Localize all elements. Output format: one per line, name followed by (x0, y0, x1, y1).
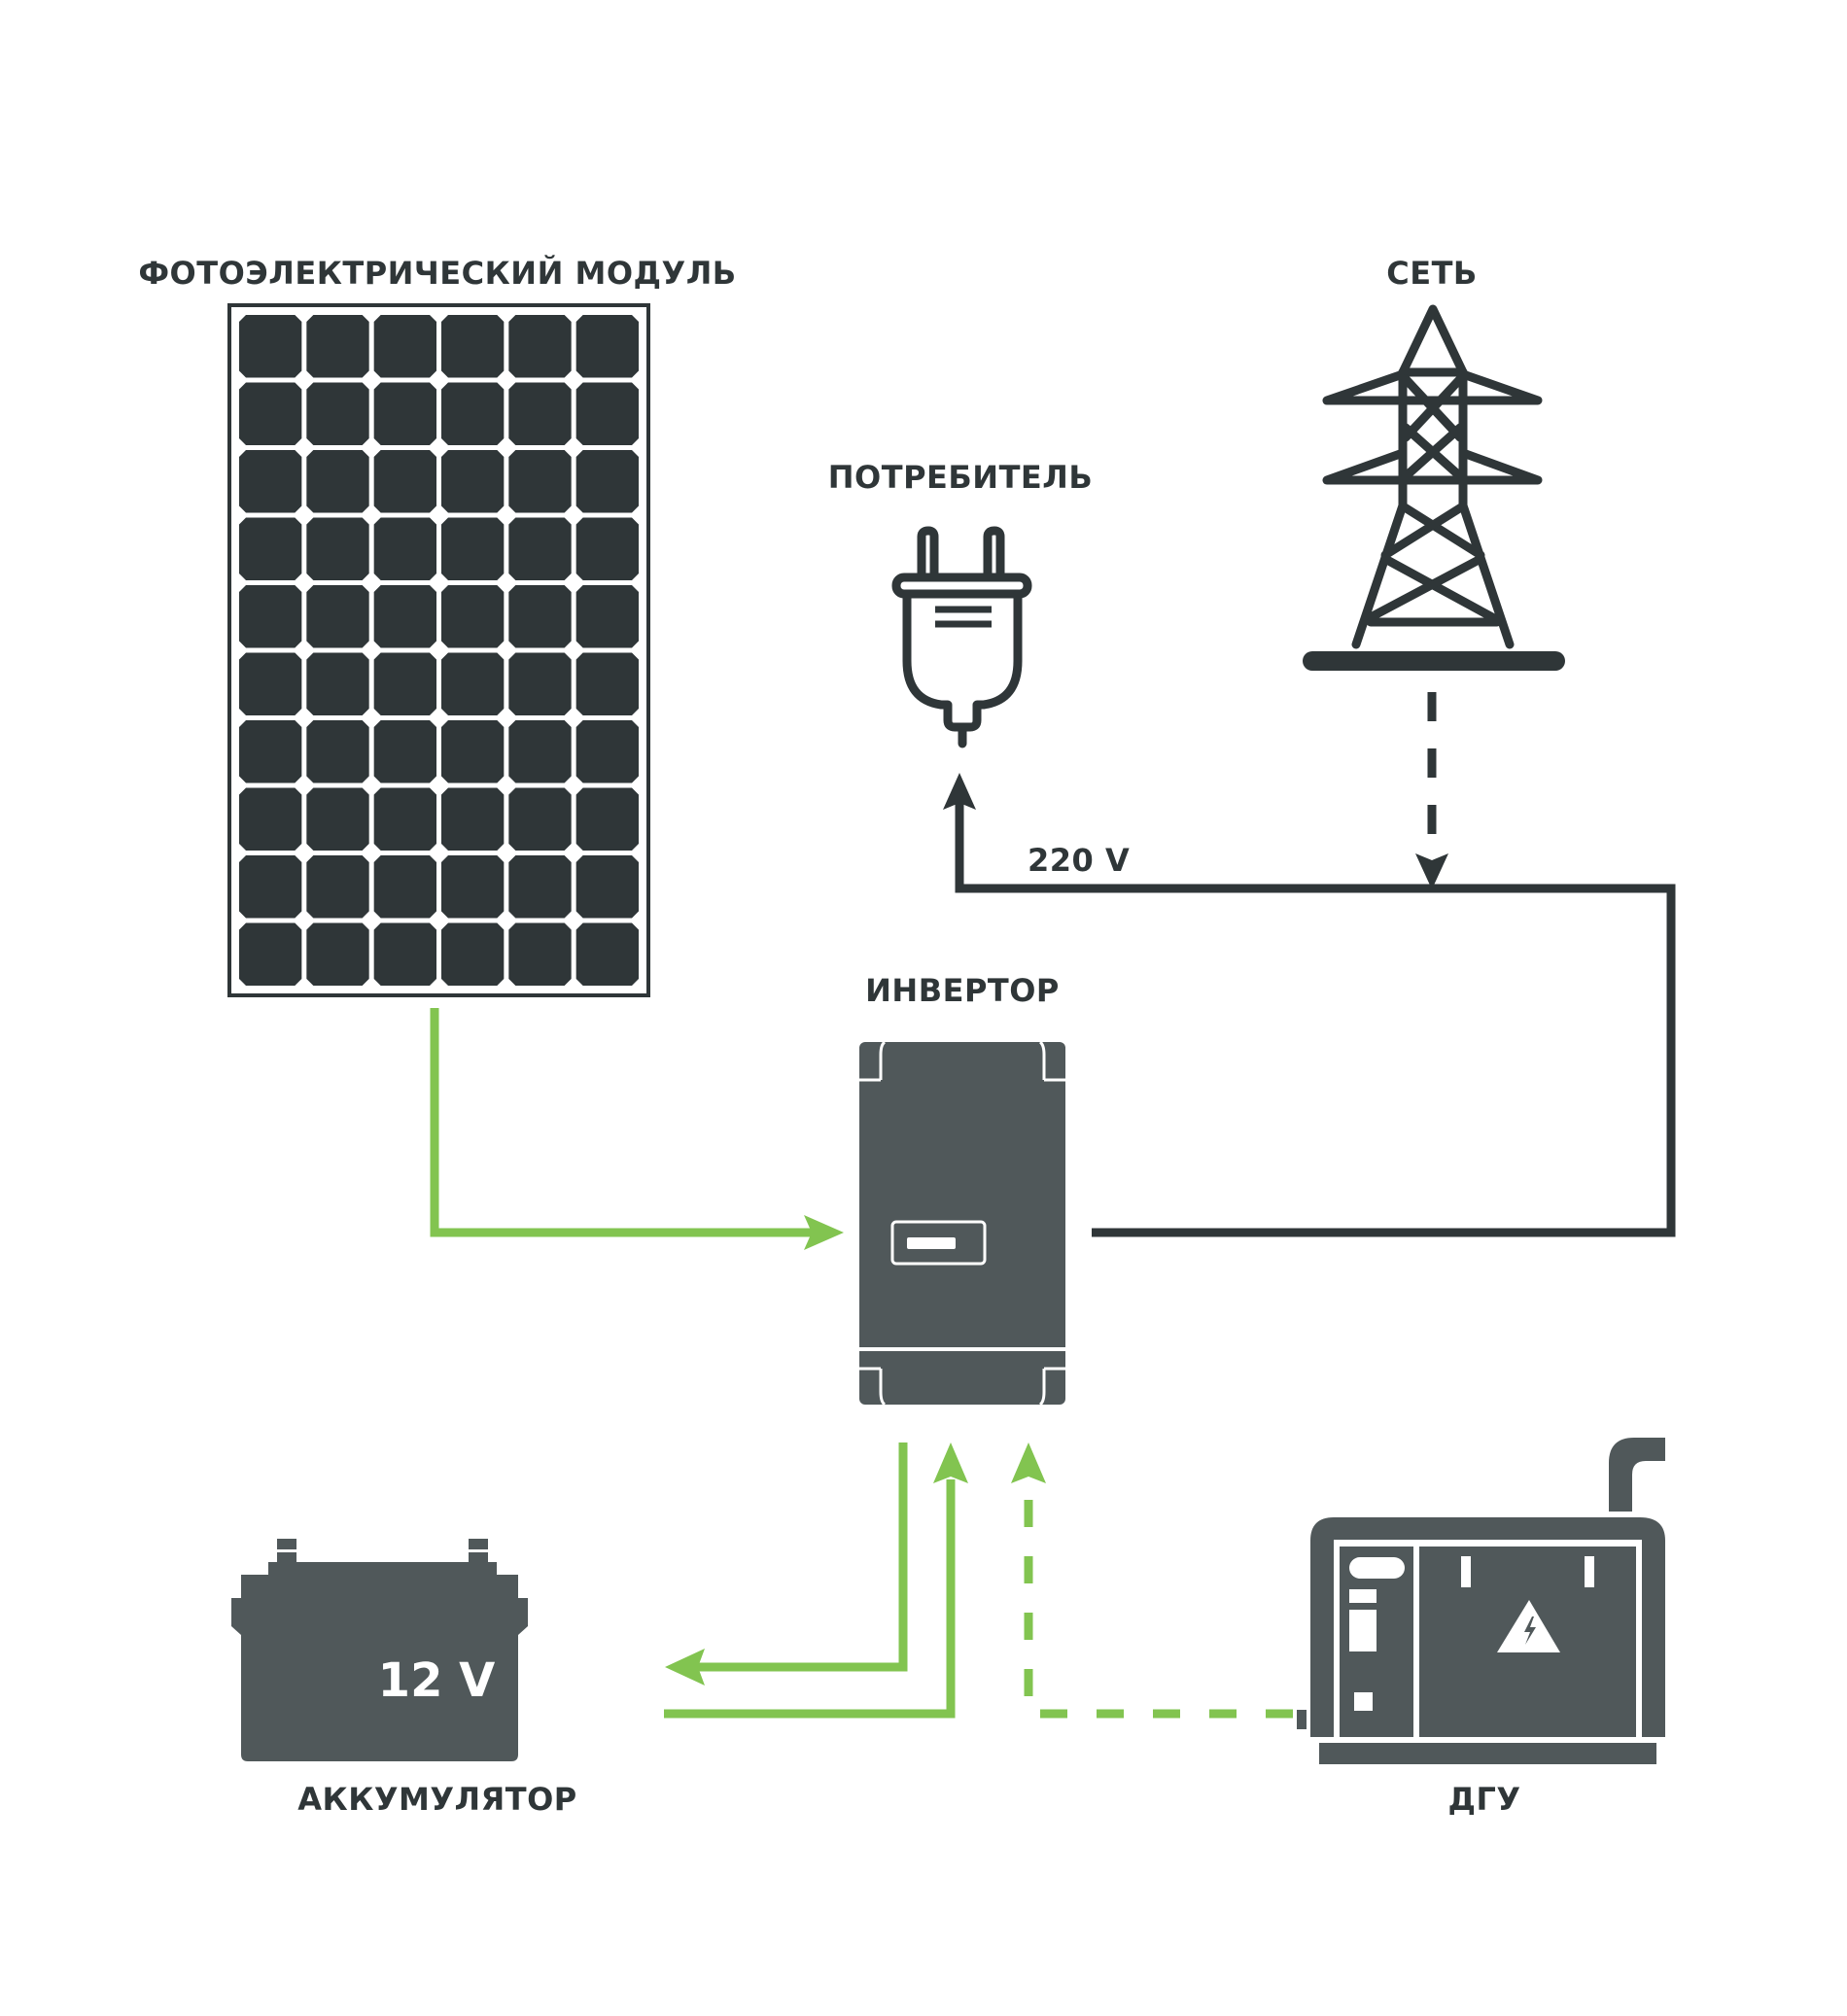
pv-cell (508, 652, 572, 715)
pv-cell (575, 517, 639, 580)
pv-cell (508, 450, 572, 513)
power-tower-icon (1303, 304, 1565, 671)
generator-to-inverter-dashed-line (1011, 1442, 1293, 1719)
pv-cell (239, 517, 302, 580)
inverter-icon (859, 1040, 1065, 1407)
pv-cell (373, 585, 436, 648)
pv-cell (373, 382, 436, 445)
pv-cell (508, 585, 572, 648)
pv-cell (575, 855, 639, 919)
pv-cell (239, 315, 302, 378)
pv-cell (508, 517, 572, 580)
pv-cell (441, 652, 505, 715)
battery-discharge-arrow-icon (933, 1442, 968, 1483)
grid-feed-dashed-line (1415, 692, 1448, 889)
pv-cell (508, 922, 572, 986)
pv-arrow-icon (804, 1215, 844, 1250)
pv-module-label: ФОТОЭЛЕКТРИЧЕСКИЙ МОДУЛЬ (138, 255, 736, 292)
plug-icon (891, 526, 1032, 748)
grid-label: СЕТЬ (1386, 255, 1478, 292)
pv-cell (239, 450, 302, 513)
battery-icon: 12 V (231, 1539, 528, 1761)
generator-arrow-icon (1011, 1442, 1046, 1483)
pv-cell (575, 585, 639, 648)
pv-cell (508, 720, 572, 783)
pv-cell (239, 922, 302, 986)
pv-cell (575, 382, 639, 445)
pv-cell (306, 450, 369, 513)
pv-cell (306, 382, 369, 445)
pv-cell (441, 382, 505, 445)
diesel-generator-icon (1297, 1438, 1665, 1764)
pv-cell (306, 787, 369, 851)
pv-cell (239, 652, 302, 715)
pv-cell (373, 922, 436, 986)
pv-cell (239, 382, 302, 445)
battery-charge-arrow-icon (665, 1649, 705, 1686)
pv-cell (575, 652, 639, 715)
generator-label: ДГУ (1447, 1781, 1520, 1818)
pv-cell (441, 787, 505, 851)
pv-cell (441, 855, 505, 919)
pv-cell (306, 585, 369, 648)
pv-cell (373, 652, 436, 715)
pv-cell (373, 720, 436, 783)
pv-cell (373, 787, 436, 851)
pv-cell (508, 315, 572, 378)
voltage-220-label: 220 V (1028, 842, 1130, 879)
pv-cells (239, 315, 639, 986)
grid-arrow-icon (1415, 853, 1448, 889)
solar-panel-icon (227, 303, 650, 997)
battery-label: АККУМУЛЯТОР (297, 1781, 576, 1818)
pv-cell (575, 450, 639, 513)
pv-cell (306, 922, 369, 986)
ac-output-line (943, 773, 1676, 1237)
exhaust-pipe-icon (1609, 1438, 1665, 1512)
pv-cell (306, 517, 369, 580)
inverter-display (890, 1220, 987, 1266)
pv-cell (441, 450, 505, 513)
consumer-arrow-icon (943, 773, 976, 810)
pv-cell (239, 787, 302, 851)
pv-cell (239, 855, 302, 919)
pv-cell (306, 855, 369, 919)
pv-cell (306, 652, 369, 715)
pv-cell (575, 720, 639, 783)
pv-cell (441, 720, 505, 783)
pv-cell (441, 315, 505, 378)
pv-cell (575, 922, 639, 986)
pv-cell (441, 585, 505, 648)
pv-to-inverter-line (430, 1008, 844, 1250)
pv-cell (575, 787, 639, 851)
pv-cell (508, 382, 572, 445)
pv-cell (508, 855, 572, 919)
battery-to-inverter-line (664, 1442, 968, 1719)
pv-cell (373, 517, 436, 580)
pv-cell (441, 517, 505, 580)
battery-voltage-label: 12 V (378, 1653, 496, 1708)
inverter-to-battery-line (665, 1442, 908, 1686)
pv-cell (239, 585, 302, 648)
pv-cell (508, 787, 572, 851)
pv-cell (373, 315, 436, 378)
inverter-label: ИНВЕРТОР (865, 972, 1060, 1009)
pv-cell (373, 855, 436, 919)
pv-cell (373, 450, 436, 513)
pv-cell (575, 315, 639, 378)
pv-cell (239, 720, 302, 783)
consumer-label: ПОТРЕБИТЕЛЬ (828, 459, 1093, 496)
pv-cell (306, 315, 369, 378)
pv-cell (441, 922, 505, 986)
pv-cell (306, 720, 369, 783)
